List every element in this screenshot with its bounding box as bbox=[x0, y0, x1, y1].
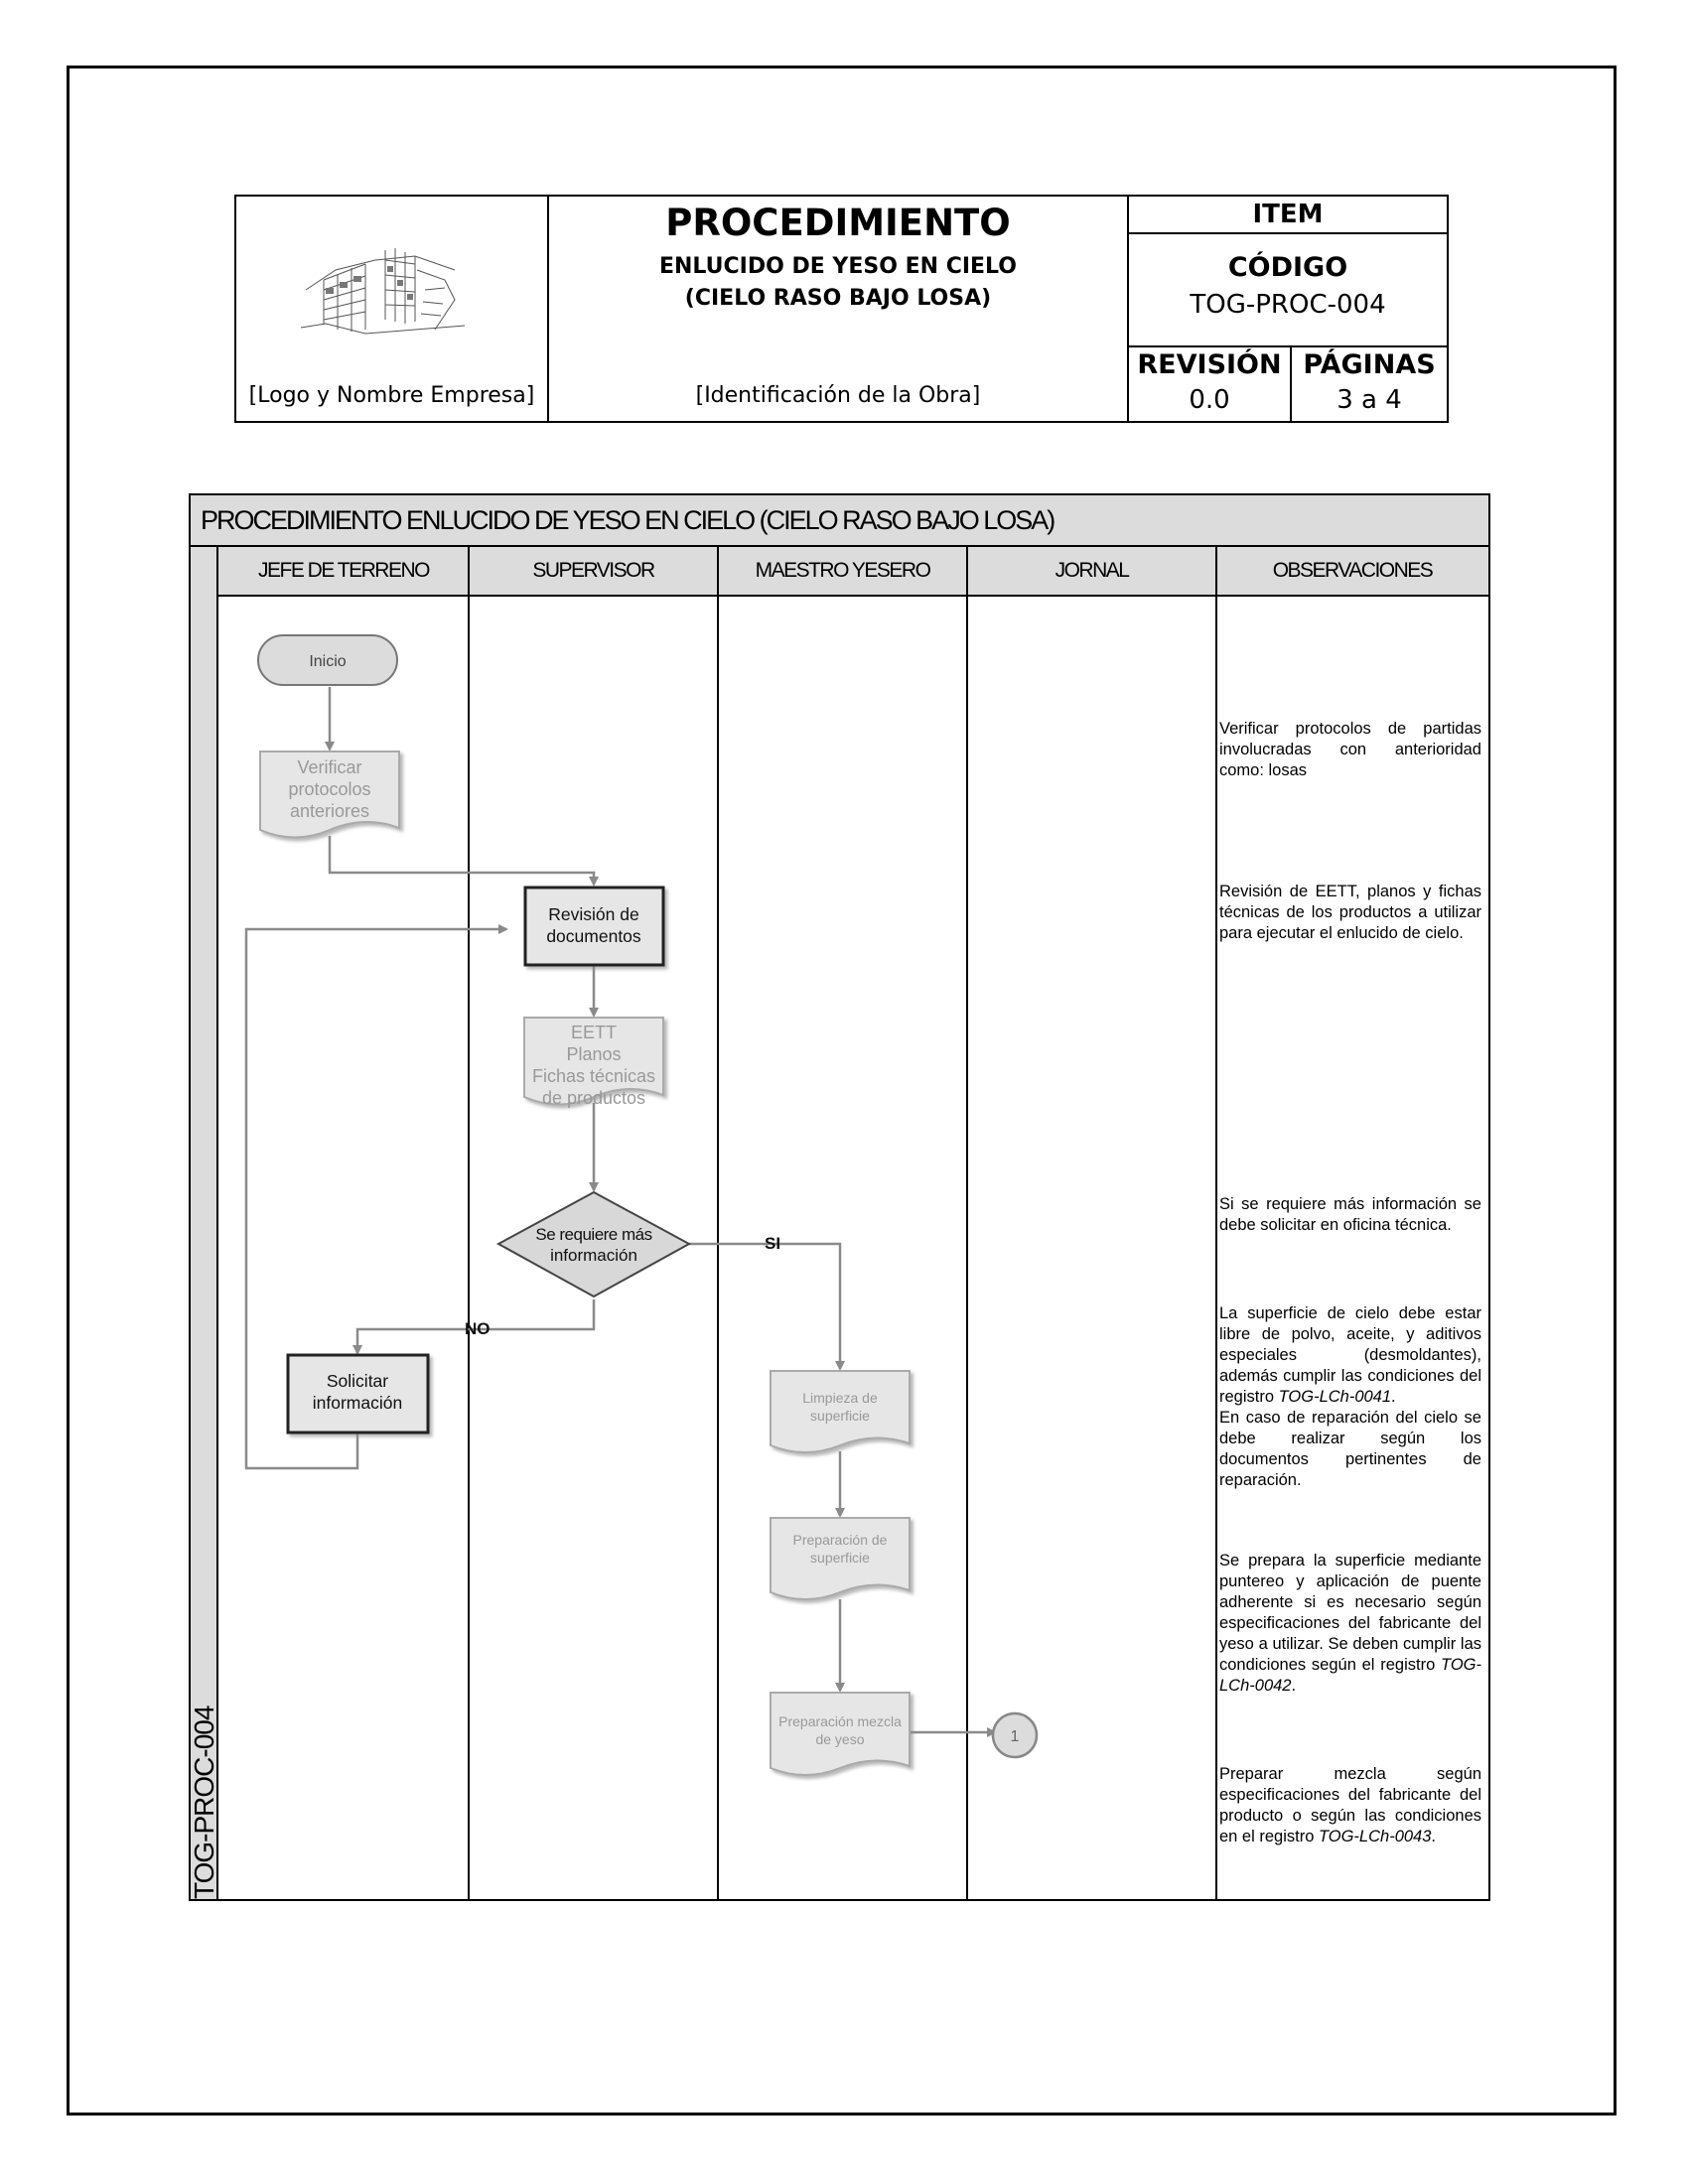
mezcla-line: Preparación mezcla bbox=[778, 1713, 902, 1729]
verificar-line: protocolos bbox=[288, 779, 370, 799]
arrow-verificar-revision bbox=[328, 836, 599, 887]
observation-4: La superficie de cielo debe estar libre … bbox=[1219, 1304, 1481, 1489]
verificar-line: anteriores bbox=[290, 801, 369, 821]
limpieza-document: Limpieza de superficie bbox=[770, 1370, 911, 1453]
document-subtitle-2: (CIELO RASO BAJO LOSA) bbox=[684, 286, 992, 311]
paginas-value: 3 a 4 bbox=[1336, 385, 1402, 415]
docs-line: EETT bbox=[571, 1023, 617, 1042]
decision-line: información bbox=[550, 1246, 637, 1265]
lane-header-jefe: JEFE DE TERRENO bbox=[218, 547, 469, 597]
docs-line: de productos bbox=[542, 1088, 645, 1108]
no-label: NO bbox=[465, 1319, 491, 1338]
docs-line: Fichas técnicas bbox=[532, 1066, 655, 1086]
lane-divider bbox=[966, 547, 968, 1899]
solicitar-line: información bbox=[313, 1393, 402, 1413]
arrow-decision-limpieza bbox=[689, 1242, 845, 1371]
lane-divider bbox=[1215, 547, 1217, 1899]
observation-1: Verificar protocolos de partidas involuc… bbox=[1219, 720, 1481, 779]
preparacion-document: Preparación de superficie bbox=[770, 1517, 911, 1600]
company-logo bbox=[296, 230, 471, 341]
solicitar-process: Solicitar información bbox=[286, 1353, 430, 1434]
lane-header-observaciones: OBSERVACIONES bbox=[1216, 547, 1488, 597]
item-label: ITEM bbox=[1129, 197, 1447, 234]
observation-2: Revisión de EETT, planos y fichas técnic… bbox=[1219, 883, 1481, 942]
paginas-label: PÁGINAS bbox=[1303, 349, 1436, 380]
limpieza-line: superficie bbox=[810, 1408, 870, 1424]
logo-cell: [Logo y Nombre Empresa] bbox=[236, 197, 549, 421]
paginas-cell: PÁGINAS 3 a 4 bbox=[1292, 347, 1447, 421]
start-terminator: Inicio bbox=[257, 634, 398, 686]
revision-label: REVISIÓN bbox=[1137, 349, 1282, 380]
docs-line: Planos bbox=[566, 1044, 621, 1064]
observation-3: Si se requiere más información se debe s… bbox=[1219, 1195, 1481, 1234]
observation-5: Se prepara la superficie mediante punter… bbox=[1219, 1552, 1481, 1695]
yes-label: SI bbox=[765, 1234, 780, 1253]
obra-label: [Identificación de la Obra] bbox=[695, 383, 981, 408]
decision-line: Se requiere más bbox=[535, 1225, 651, 1244]
verificar-line: Verificar bbox=[297, 757, 361, 777]
flowchart-title: PROCEDIMIENTO ENLUCIDO DE YESO EN CIELO … bbox=[191, 495, 1488, 547]
lane-divider bbox=[468, 547, 470, 1899]
document-header: [Logo y Nombre Empresa] PROCEDIMIENTO EN… bbox=[234, 195, 1449, 423]
page-border bbox=[67, 66, 1617, 2116]
preparacion-line: superficie bbox=[810, 1550, 870, 1566]
observation-6: Preparar mezcla según especificaciones d… bbox=[1219, 1765, 1481, 1845]
meta-cells: ITEM CÓDIGO TOG-PROC-004 REVISIÓN 0.0 PÁ… bbox=[1129, 197, 1447, 421]
solicitar-line: Solicitar bbox=[327, 1371, 388, 1391]
lane-divider bbox=[717, 547, 719, 1899]
flowchart-diagram: Inicio Verificar protocolos anteriores R… bbox=[244, 634, 1039, 1776]
lane-header-supervisor: SUPERVISOR bbox=[469, 547, 718, 597]
connector-label: 1 bbox=[1011, 1728, 1020, 1745]
codigo-label: CÓDIGO bbox=[1227, 252, 1348, 283]
docs-document: EETT Planos Fichas técnicas de productos bbox=[523, 1017, 664, 1108]
verificar-document: Verificar protocolos anteriores bbox=[259, 751, 400, 839]
lane-header-jornal: JORNAL bbox=[967, 547, 1216, 597]
revision-cell: REVISIÓN 0.0 bbox=[1129, 347, 1292, 421]
title-cell: PROCEDIMIENTO ENLUCIDO DE YESO EN CIELO … bbox=[549, 197, 1129, 421]
revision-line: Revisión de bbox=[548, 904, 638, 924]
flowchart: PROCEDIMIENTO ENLUCIDO DE YESO EN CIELO … bbox=[189, 493, 1490, 1901]
revision-line: documentos bbox=[546, 926, 641, 946]
document-title: PROCEDIMIENTO bbox=[665, 202, 1011, 244]
connector-circle: 1 bbox=[991, 1711, 1039, 1759]
lane-header-maestro: MAESTRO YESERO bbox=[718, 547, 967, 597]
arrow-solicitar-revision bbox=[244, 924, 508, 1470]
codigo-value: TOG-PROC-004 bbox=[1190, 290, 1386, 320]
codigo-cell: CÓDIGO TOG-PROC-004 bbox=[1129, 234, 1447, 347]
revision-value: 0.0 bbox=[1189, 385, 1230, 415]
start-label: Inicio bbox=[309, 653, 346, 670]
arrow-decision-solicitar bbox=[352, 1299, 596, 1355]
mezcla-line: de yeso bbox=[815, 1731, 864, 1747]
logo-label: [Logo y Nombre Empresa] bbox=[248, 383, 535, 408]
limpieza-line: Limpieza de bbox=[802, 1390, 878, 1406]
document-subtitle-1: ENLUCIDO DE YESO EN CIELO bbox=[658, 254, 1017, 279]
decision-diamond: Se requiere más información bbox=[495, 1190, 692, 1298]
side-strip bbox=[191, 547, 218, 1899]
preparacion-line: Preparación de bbox=[793, 1532, 888, 1548]
revision-process: Revisión de documentos bbox=[523, 886, 665, 967]
mezcla-document: Preparación mezcla de yeso bbox=[770, 1692, 911, 1776]
